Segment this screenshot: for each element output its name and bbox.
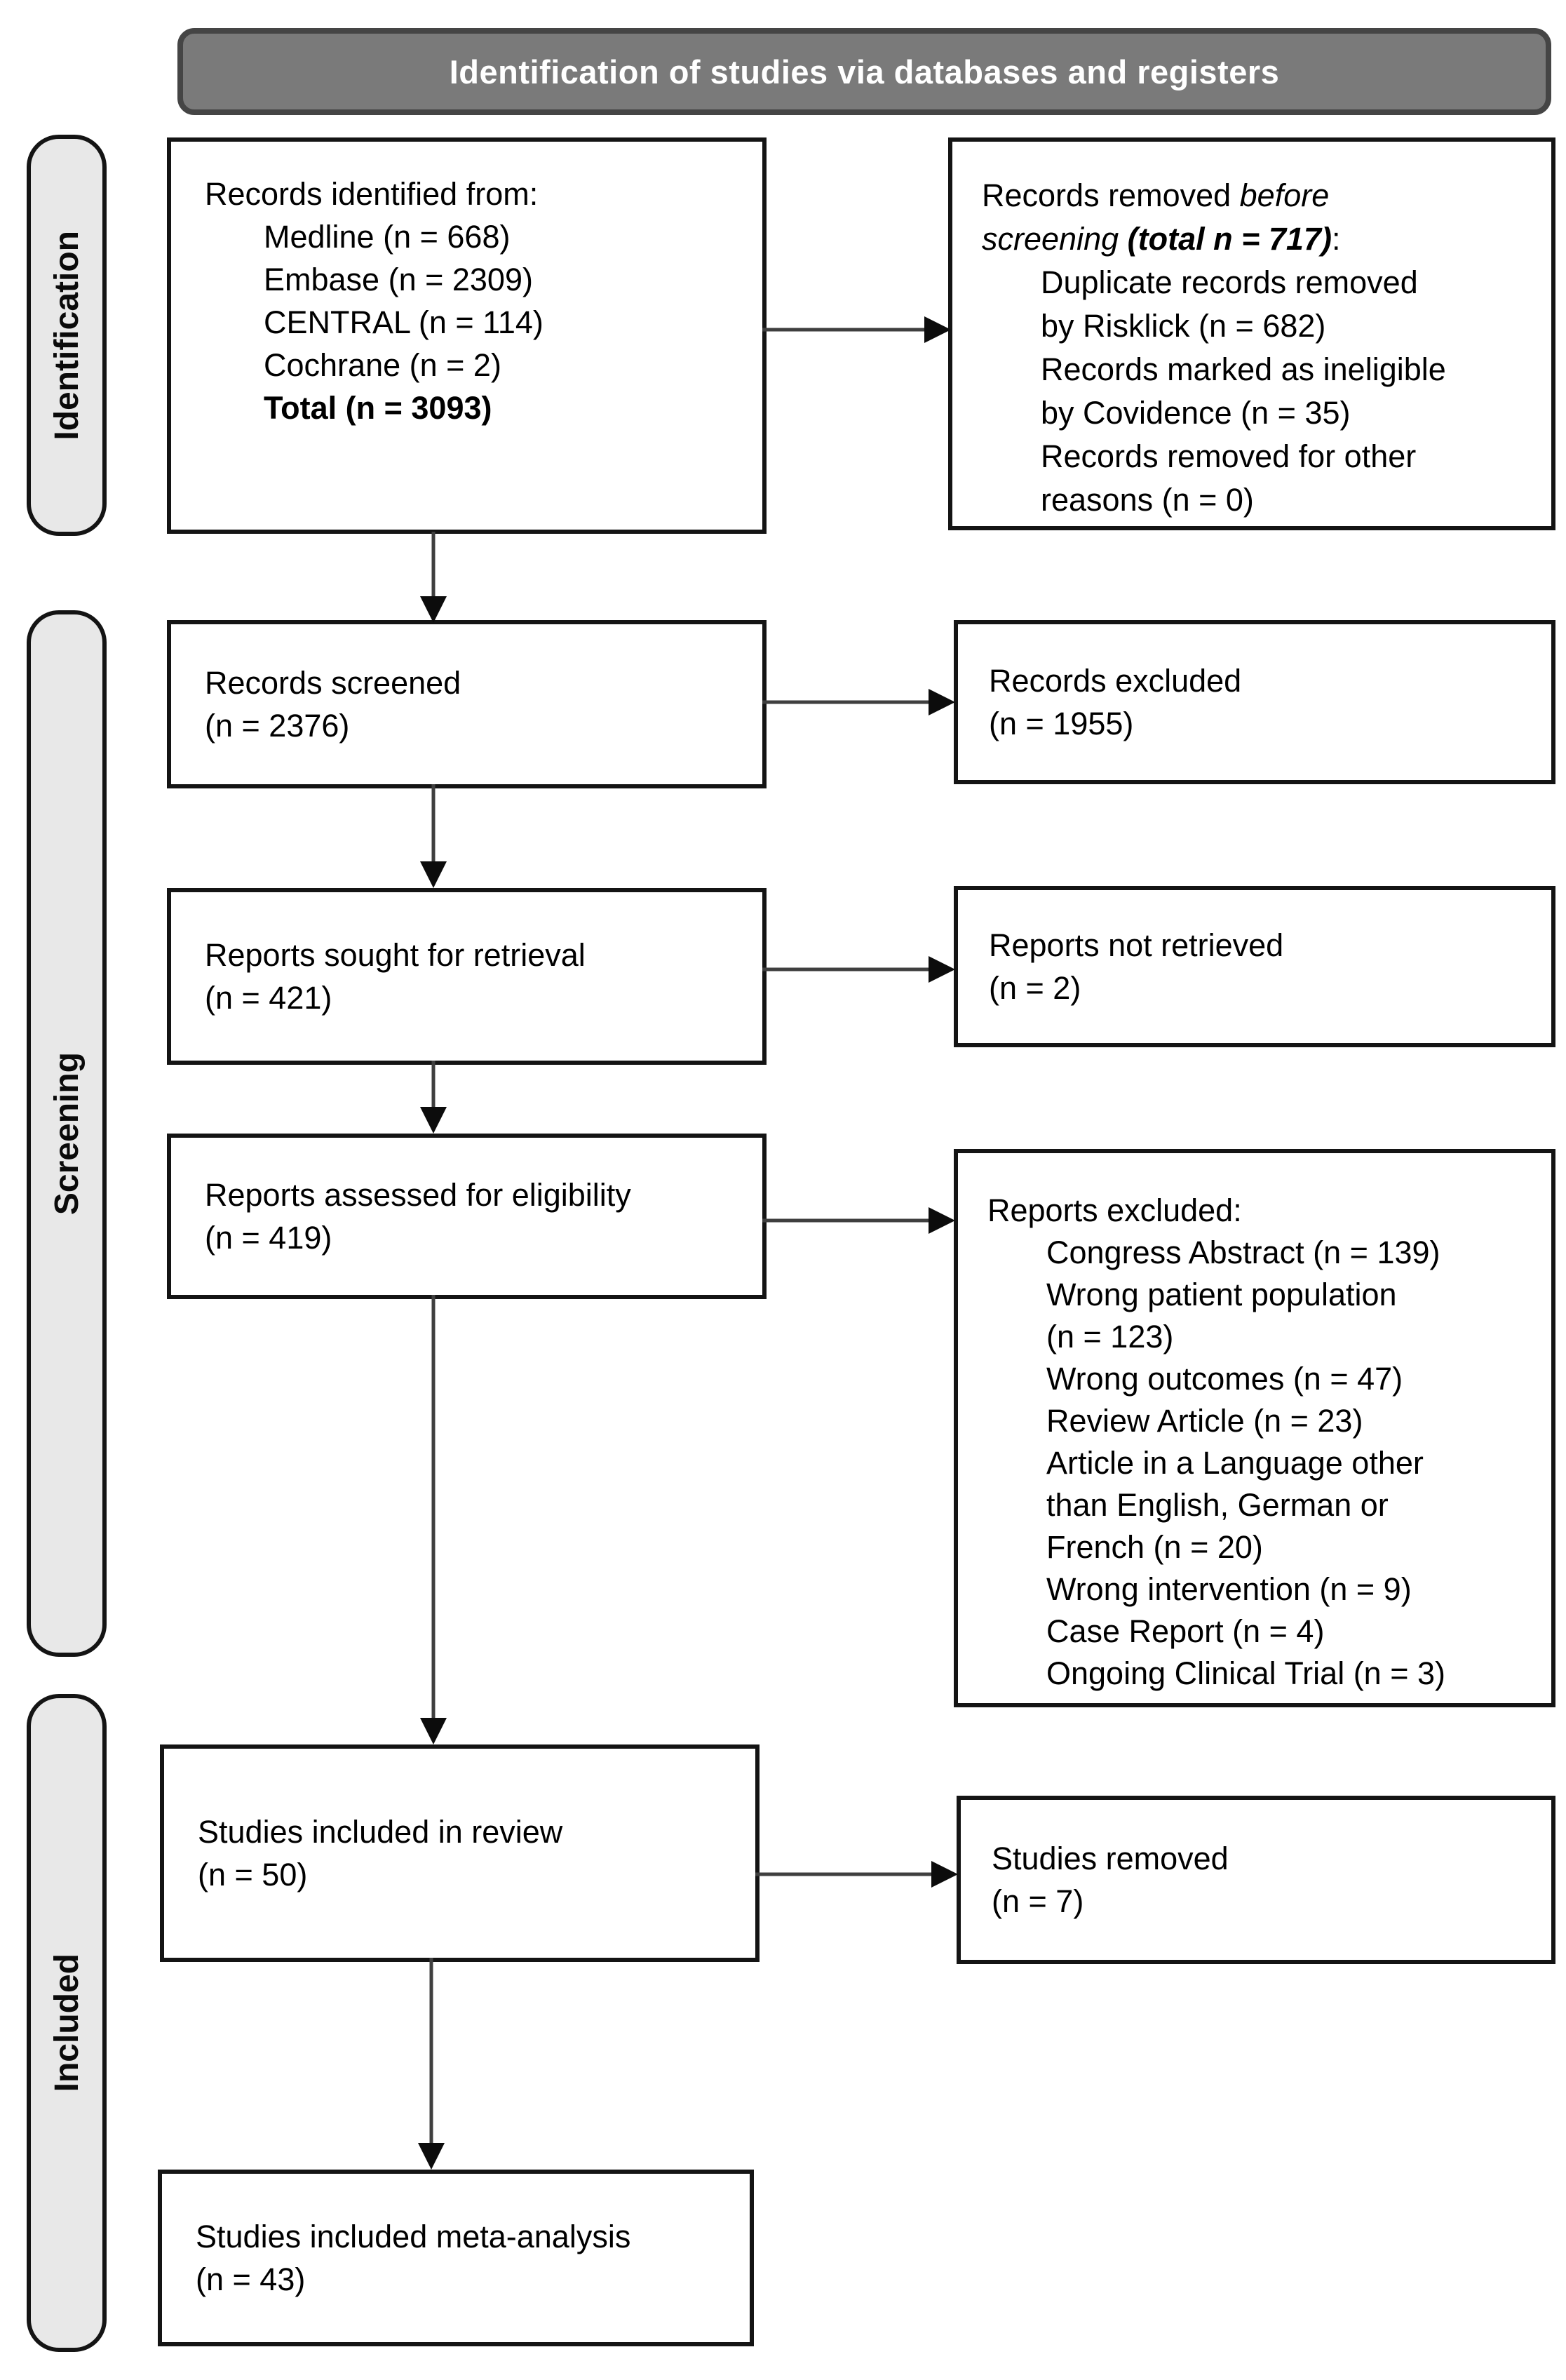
reports-excluded-heading: Reports excluded: <box>987 1192 1242 1228</box>
records-removed-item-duplicates: Duplicate records removed by Risklick (n… <box>1041 264 1418 344</box>
arrowhead-right-icon <box>924 316 951 343</box>
records-removed-heading: Records removed before screening (total … <box>982 177 1341 257</box>
stage-included: Included <box>27 1694 107 2352</box>
arrowhead-down-icon <box>420 861 447 888</box>
arrowhead-right-icon <box>929 956 955 983</box>
records-removed-item-ineligible: Records marked as ineligible by Covidenc… <box>1041 351 1446 431</box>
reports-assessed-count: (n = 419) <box>205 1220 332 1256</box>
reports-excluded-item-ongoing-trial: Ongoing Clinical Trial (n = 3) <box>1046 1655 1446 1691</box>
reports-excluded-item-intervention: Wrong intervention (n = 9) <box>1046 1571 1412 1607</box>
box-records-removed: Records removed before screening (total … <box>948 137 1555 530</box>
studies-included-meta-count: (n = 43) <box>196 2261 306 2297</box>
reports-excluded-item-case-report: Case Report (n = 4) <box>1046 1613 1325 1649</box>
records-removed-item-other: Records removed for other reasons (n = 0… <box>1041 438 1417 518</box>
box-reports-excluded: Reports excluded: Congress Abstract (n =… <box>954 1149 1555 1707</box>
arrowhead-down-icon <box>420 596 447 623</box>
box-records-screened: Records screened (n = 2376) <box>167 620 767 788</box>
studies-included-meta-label: Studies included meta-analysis <box>196 2219 631 2254</box>
reports-excluded-item-outcomes: Wrong outcomes (n = 47) <box>1046 1361 1403 1397</box>
records-identified-item-cochrane: Cochrane (n = 2) <box>264 347 501 383</box>
records-identified-heading: Records identified from: <box>205 176 539 212</box>
studies-included-review-count: (n = 50) <box>198 1857 308 1892</box>
reports-not-retrieved-label: Reports not retrieved <box>989 927 1284 963</box>
arrowhead-right-icon <box>929 1207 955 1234</box>
box-records-identified: Records identified from: Medline (n = 66… <box>167 137 767 534</box>
box-reports-assessed: Reports assessed for eligibility (n = 41… <box>167 1134 767 1299</box>
box-records-excluded: Records excluded (n = 1955) <box>954 620 1555 784</box>
box-studies-included-meta: Studies included meta-analysis (n = 43) <box>158 2170 754 2346</box>
stage-screening: Screening <box>27 610 107 1657</box>
reports-not-retrieved-count: (n = 2) <box>989 970 1081 1006</box>
box-studies-included-review: Studies included in review (n = 50) <box>160 1744 760 1962</box>
records-screened-label: Records screened <box>205 665 461 701</box>
reports-excluded-item-review: Review Article (n = 23) <box>1046 1403 1363 1439</box>
records-identified-item-central: CENTRAL (n = 114) <box>264 304 544 340</box>
arrowhead-right-icon <box>929 689 955 715</box>
reports-excluded-item-congress: Congress Abstract (n = 139) <box>1046 1235 1440 1270</box>
reports-sought-count: (n = 421) <box>205 980 332 1016</box>
records-identified-total: Total (n = 3093) <box>264 390 492 426</box>
title-banner: Identification of studies via databases … <box>177 28 1551 115</box>
reports-excluded-item-population: Wrong patient population (n = 123) <box>1046 1277 1397 1354</box>
studies-removed-label: Studies removed <box>992 1841 1229 1876</box>
records-identified-item-embase: Embase (n = 2309) <box>264 262 533 297</box>
arrowhead-down-icon <box>420 1107 447 1134</box>
reports-sought-label: Reports sought for retrieval <box>205 937 586 973</box>
records-identified-item-medline: Medline (n = 668) <box>264 219 511 255</box>
studies-removed-count: (n = 7) <box>992 1883 1084 1919</box>
box-reports-sought: Reports sought for retrieval (n = 421) <box>167 888 767 1065</box>
records-screened-count: (n = 2376) <box>205 708 350 744</box>
diagram-title: Identification of studies via databases … <box>449 53 1280 90</box>
arrowhead-down-icon <box>420 1718 447 1744</box>
records-excluded-label: Records excluded <box>989 663 1242 699</box>
reports-assessed-label: Reports assessed for eligibility <box>205 1177 631 1213</box>
stage-included-label: Included <box>48 1954 86 2092</box>
stage-screening-label: Screening <box>48 1051 86 1216</box>
studies-included-review-label: Studies included in review <box>198 1814 563 1850</box>
box-studies-removed: Studies removed (n = 7) <box>957 1796 1555 1964</box>
stage-identification: Identification <box>27 135 107 536</box>
reports-excluded-item-language: Article in a Language other than English… <box>1046 1445 1424 1565</box>
arrowhead-right-icon <box>931 1861 958 1888</box>
box-reports-not-retrieved: Reports not retrieved (n = 2) <box>954 886 1555 1047</box>
stage-identification-label: Identification <box>48 230 86 441</box>
records-excluded-count: (n = 1955) <box>989 706 1134 741</box>
arrowhead-down-icon <box>418 2143 445 2170</box>
